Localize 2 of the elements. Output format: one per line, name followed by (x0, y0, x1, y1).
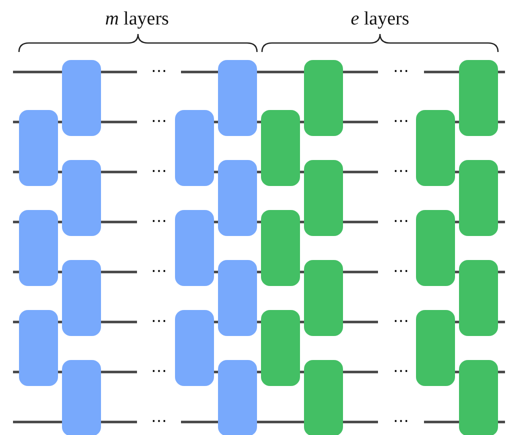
layer-count-label: e layers (350, 10, 410, 28)
layer-count-label: m layers (105, 10, 169, 28)
